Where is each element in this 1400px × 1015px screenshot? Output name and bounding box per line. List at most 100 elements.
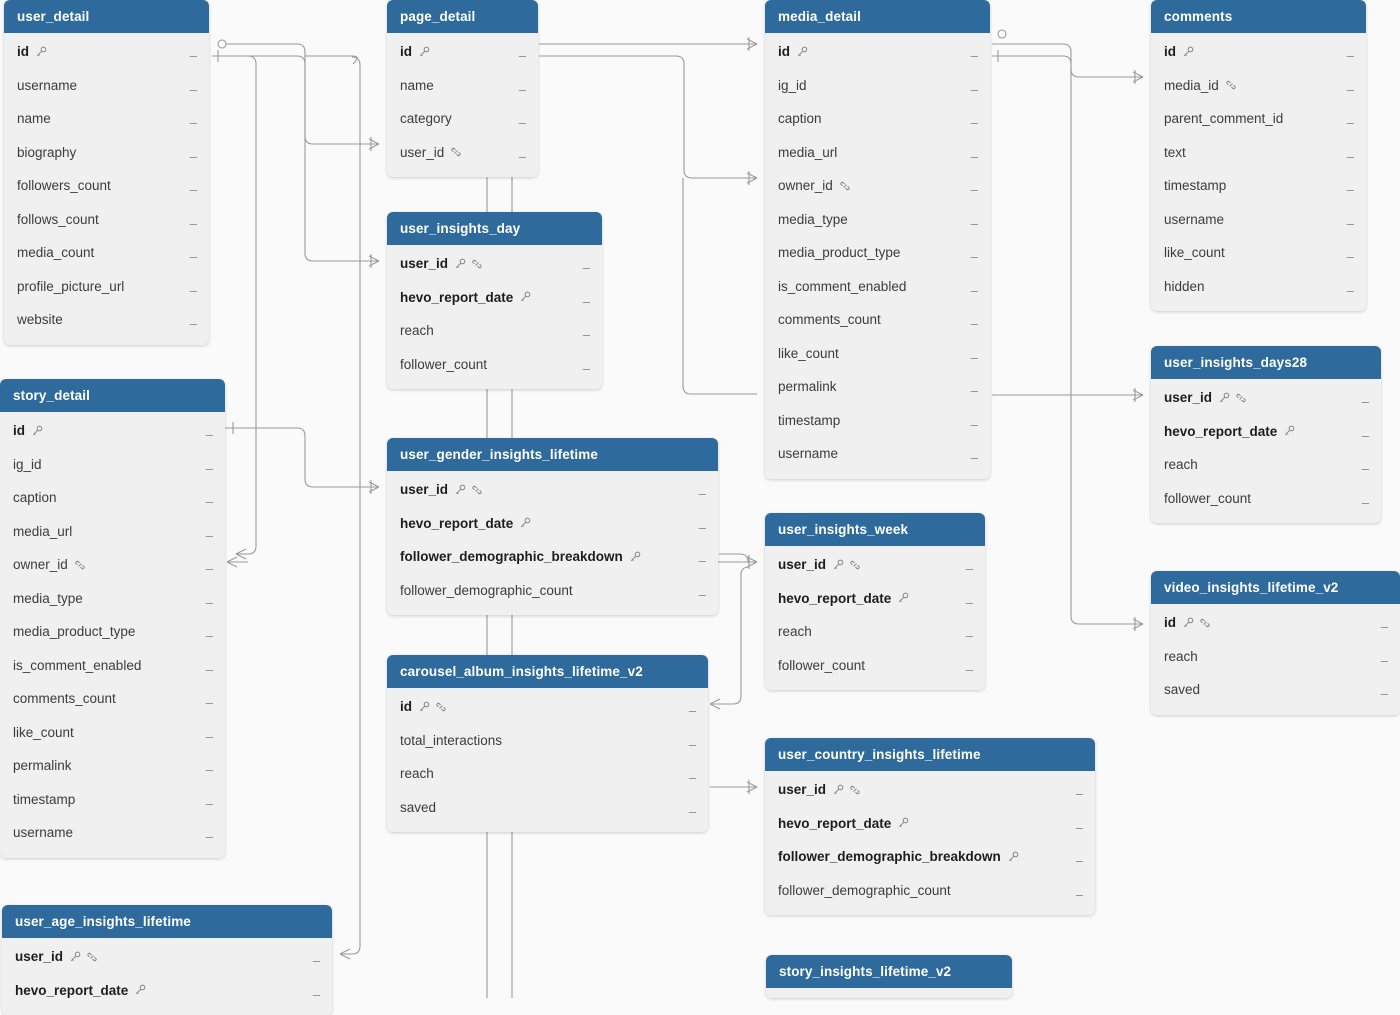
attribute-row[interactable]: username– [1151,203,1366,237]
entity-attributes: id–ig_id–caption–media_url–owner_id–medi… [765,33,990,479]
attribute-row[interactable]: user_id– [1151,381,1381,415]
attribute-row[interactable]: user_id– [387,473,718,507]
attribute-row[interactable]: timestamp– [0,783,225,817]
attribute-row[interactable]: hevo_report_date– [765,807,1095,841]
attribute-name: permalink [13,758,72,774]
attribute-row[interactable]: user_id– [387,247,602,281]
attribute-row[interactable]: saved– [1151,673,1400,707]
attribute-row[interactable]: permalink– [0,749,225,783]
attribute-row[interactable]: reach– [1151,448,1381,482]
attribute-row[interactable]: hevo_report_date– [387,281,602,315]
attribute-row[interactable]: biography– [4,136,209,170]
attribute-row[interactable]: id– [1151,35,1366,69]
attribute-row[interactable]: hevo_report_date– [2,974,332,1008]
attribute-row[interactable]: media_url– [765,136,990,170]
attribute-row[interactable]: id– [4,35,209,69]
attribute-row[interactable]: caption– [765,102,990,136]
attribute-row[interactable]: media_id– [1151,69,1366,103]
attribute-row[interactable]: like_count– [1151,236,1366,270]
attribute-name: id [778,44,790,60]
attribute-row[interactable]: media_type– [765,203,990,237]
attribute-row[interactable]: follower_demographic_count– [765,874,1095,908]
attribute-row[interactable]: profile_picture_url– [4,270,209,304]
attribute-row[interactable]: follower_count– [765,649,985,683]
attribute-row[interactable]: like_count– [765,337,990,371]
attribute-row[interactable]: reach– [387,757,708,791]
attribute-row[interactable]: name– [387,69,538,103]
key-icon [796,46,808,58]
attribute-row[interactable]: user_id– [765,773,1095,807]
attribute-name: comments_count [778,312,881,328]
attribute-row[interactable]: hidden– [1151,270,1366,304]
attribute-row[interactable]: follows_count– [4,203,209,237]
attribute-row[interactable]: username– [4,69,209,103]
attribute-row[interactable]: hevo_report_date– [765,582,985,616]
attribute-row[interactable]: username– [0,816,225,850]
attribute-row[interactable]: follower_count– [1151,482,1381,516]
attribute-row[interactable]: user_id– [765,548,985,582]
attribute-row[interactable]: id– [0,414,225,448]
attribute-row[interactable]: timestamp– [1151,169,1366,203]
attribute-row[interactable]: media_product_type– [0,615,225,649]
attribute-row[interactable]: hevo_report_date– [1151,415,1381,449]
attribute-row[interactable]: name– [4,102,209,136]
attribute-row[interactable]: id– [1151,606,1400,640]
attribute-row[interactable]: permalink– [765,370,990,404]
attribute-row[interactable]: comments_count– [0,682,225,716]
attribute-row[interactable]: id– [387,35,538,69]
attribute-row[interactable]: follower_demographic_count– [387,574,718,608]
attribute-row[interactable]: caption– [0,481,225,515]
attribute-row[interactable]: website– [4,303,209,337]
attribute-row[interactable]: media_product_type– [765,236,990,270]
attribute-row[interactable]: user_id– [2,940,332,974]
attribute-row[interactable]: total_interactions– [387,724,708,758]
attribute-row[interactable]: saved– [387,791,708,825]
attribute-row[interactable]: media_type– [0,582,225,616]
entity-story-insights-lifetime-v2[interactable]: story_insights_lifetime_v2 [766,955,1012,998]
attribute-row[interactable]: user_id– [387,136,538,170]
attribute-row[interactable]: category– [387,102,538,136]
attribute-row[interactable]: ig_id– [765,69,990,103]
attribute-row[interactable]: followers_count– [4,169,209,203]
attribute-row[interactable]: media_count– [4,236,209,270]
attribute-row[interactable]: username– [765,437,990,471]
nullable-marker: – [1346,148,1354,164]
attribute-row[interactable]: owner_id– [0,548,225,582]
attribute-row[interactable]: ig_id– [0,448,225,482]
attribute-row[interactable]: hevo_report_date– [387,507,718,541]
nullable-marker: – [965,561,973,577]
nullable-marker: – [205,527,213,543]
attribute-row[interactable]: text– [1151,136,1366,170]
attribute-row[interactable]: follower_demographic_breakdown– [387,540,718,574]
attribute-row[interactable]: parent_comment_id– [1151,102,1366,136]
attribute-row[interactable]: id– [387,690,708,724]
attribute-row[interactable]: reach– [1151,640,1400,674]
attribute-row[interactable]: owner_id– [765,169,990,203]
attribute-row[interactable]: like_count– [0,716,225,750]
attribute-row[interactable]: is_comment_enabled– [765,270,990,304]
attribute-row[interactable]: follower_demographic_breakdown– [765,840,1095,874]
attribute-row[interactable]: media_url– [0,515,225,549]
attribute-row[interactable]: id– [765,35,990,69]
attribute-row[interactable]: comments_count– [765,303,990,337]
attribute-row[interactable]: reach– [765,615,985,649]
attribute-row[interactable]: is_comment_enabled– [0,649,225,683]
attribute-row[interactable]: timestamp– [765,404,990,438]
attribute-row[interactable]: follower_count– [387,348,602,382]
key-icon [35,46,47,58]
attribute-row[interactable]: reach– [387,314,602,348]
